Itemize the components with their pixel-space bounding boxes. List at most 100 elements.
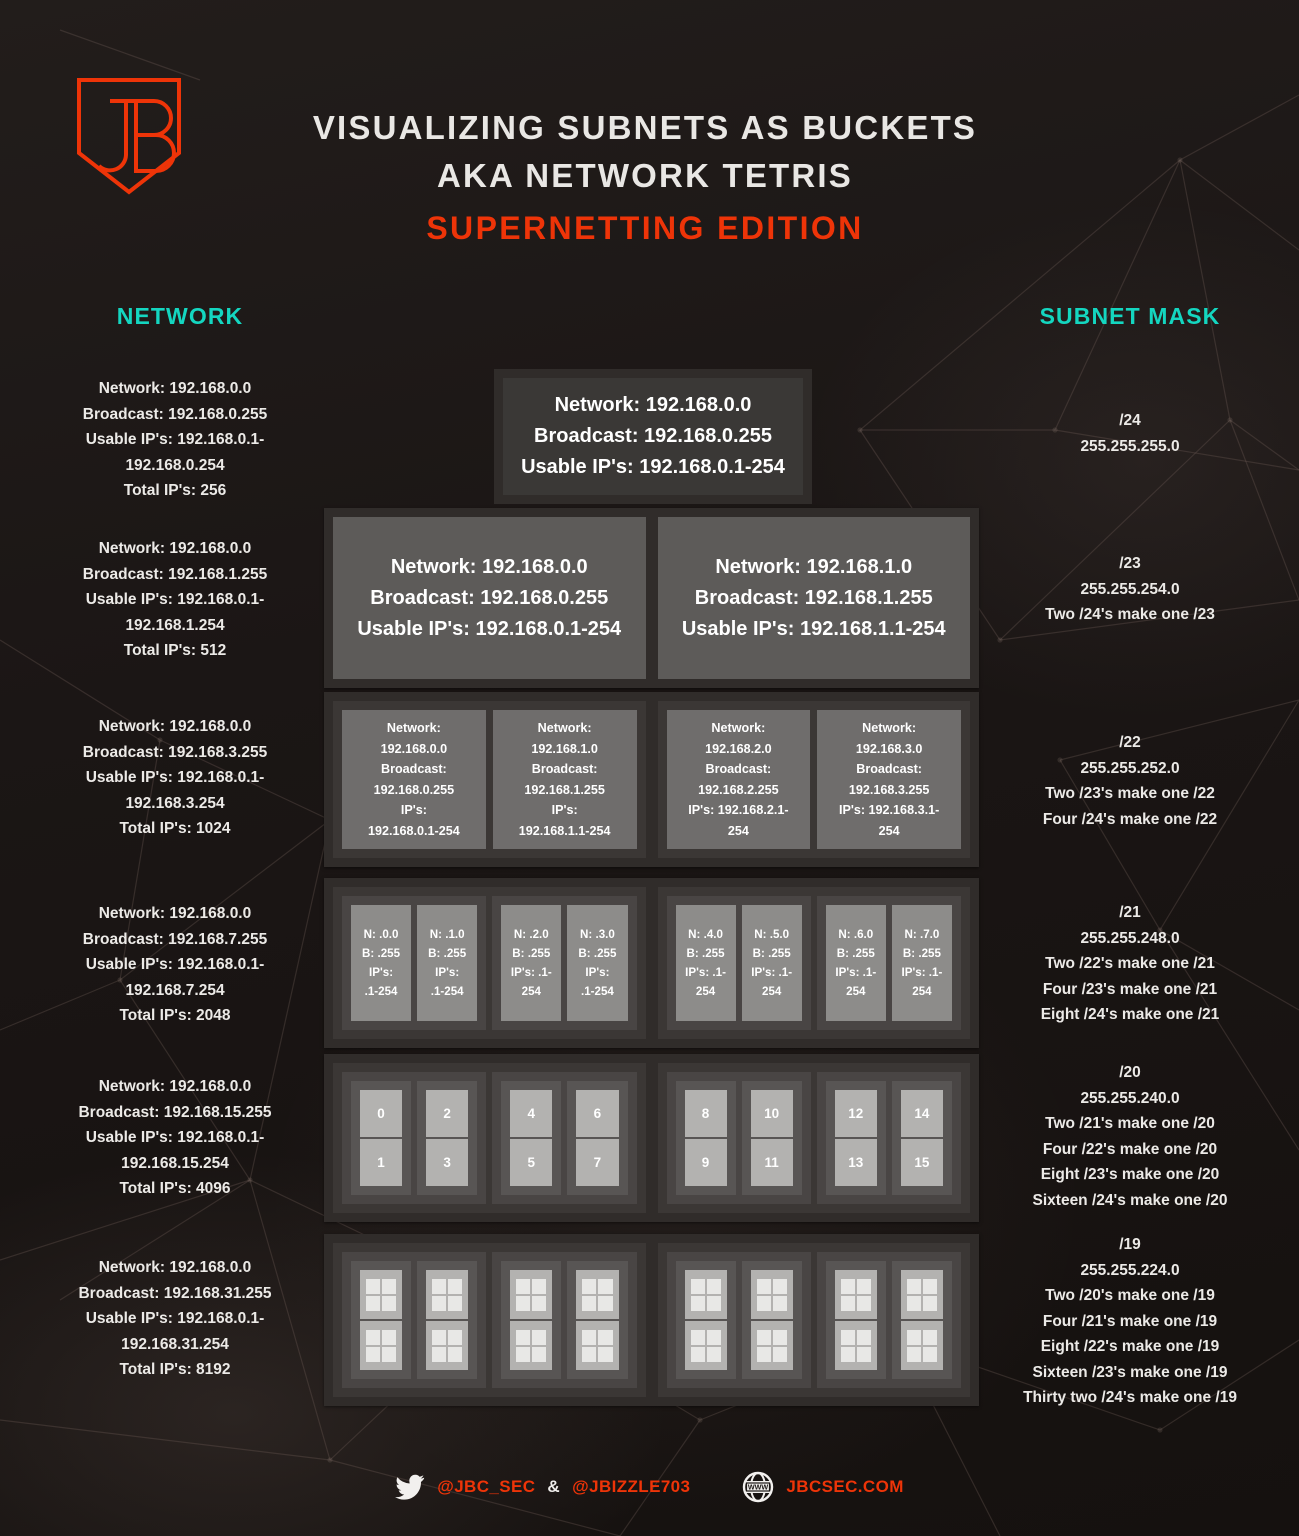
netinfo-line: Network: 192.168.0.0 <box>98 718 252 735</box>
jbc-shield-logo <box>74 75 184 197</box>
bucket-group-23: N: .2.0 B: .255 IP's: .1- 254 N: .3.0 B:… <box>492 896 637 1030</box>
bucket-line: Broadcast: <box>531 762 598 776</box>
subnet-bucket-pair: 8 9 <box>684 1090 727 1186</box>
subnet-bucket: Network: 192.168.2.0 Broadcast: 192.168.… <box>666 710 811 849</box>
subnet-bucket-pair <box>576 1270 619 1370</box>
bucket-row-24: Network: 192.168.0.0 Broadcast: 192.168.… <box>494 369 812 504</box>
network-info-23: Network: 192.168.0.0 Broadcast: 192.168.… <box>30 536 320 664</box>
bucket-line: 192.168.0.255 <box>373 782 455 797</box>
bucket-line: 192.168.1.1-254 <box>518 823 611 838</box>
ampersand: & <box>547 1477 561 1496</box>
subnet-cell: 15 <box>900 1139 943 1186</box>
subnet-micro-cell <box>840 1346 855 1362</box>
netinfo-line: Network: 192.168.0.0 <box>98 1078 252 1095</box>
subnet-micro-cell <box>772 1295 787 1311</box>
subnet-micro-cell <box>856 1346 871 1362</box>
subnet-micro-cell <box>532 1329 547 1345</box>
maskinfo-line: Four /21's make one /19 <box>1042 1312 1218 1330</box>
subnet-cell <box>900 1270 943 1319</box>
subnet-micro-cell <box>448 1346 463 1362</box>
twitter-handles[interactable]: @JBC_SEC & @JBIZZLE703 <box>395 1474 690 1500</box>
bucket-group-22: N: .0.0 B: .255 IP's: .1-254 N: .1.0 B: … <box>333 887 646 1039</box>
bucket-group-22: 0 1 2 3 <box>342 1072 487 1204</box>
subnet-cell: 0 <box>360 1090 403 1137</box>
netinfo-line: 192.168.1.254 <box>125 616 225 634</box>
website-link[interactable]: WWW JBCSEC.COM <box>742 1471 903 1503</box>
maskinfo-line: 255.255.254.0 <box>1080 580 1180 598</box>
subnet-bucket-pair: 2 3 <box>426 1090 469 1186</box>
subnet-micro-cell <box>906 1295 921 1311</box>
maskinfo-line: 255.255.255.0 <box>1080 437 1180 455</box>
bucket-group-22 <box>825 1261 886 1379</box>
bucket-group-21 <box>342 1252 487 1388</box>
bucket-line: IP's: .1- <box>751 966 793 979</box>
bucket-line: IP's: .1- <box>685 966 726 979</box>
subnet-cell: 1 <box>360 1139 403 1186</box>
bucket-group-21 <box>816 1252 961 1388</box>
subnet-bucket-pair <box>900 1270 943 1370</box>
bucket-group-23: 8 9 <box>675 1081 736 1195</box>
bucket-line: 254 <box>912 985 932 998</box>
bucket-line: 254 <box>695 985 716 998</box>
subnet-micro-cell <box>532 1295 547 1311</box>
netinfo-line: Broadcast: 192.168.15.255 <box>78 1103 272 1121</box>
bucket-group-23: 14 15 <box>891 1081 952 1195</box>
netinfo-line: Total IP's: 1024 <box>119 820 231 837</box>
subnet-micro-cell <box>906 1346 921 1362</box>
netinfo-line: Total IP's: 8192 <box>119 1361 231 1378</box>
twitter-handle-1[interactable]: @JBC_SEC <box>437 1477 536 1496</box>
bucket-group-22 <box>501 1261 562 1379</box>
netinfo-line: Usable IP's: 192.168.0.1- <box>85 956 265 973</box>
subnet-micro-cell <box>598 1295 613 1311</box>
subnet-micro-cell <box>366 1278 381 1294</box>
maskinfo-line: /24 <box>1119 412 1141 429</box>
subnet-micro-cell <box>598 1278 613 1294</box>
netinfo-line: 192.168.0.254 <box>125 456 225 474</box>
bucket-line: B: .255 <box>752 947 791 960</box>
bucket-group-22: 12 13 14 15 <box>816 1072 961 1204</box>
subnet-micro-cell <box>432 1346 447 1362</box>
bucket-group-20 <box>657 1243 970 1397</box>
subnet-micro-cell <box>532 1346 547 1362</box>
subnet-micro-cell <box>382 1278 397 1294</box>
bucket-line: N: .3.0 <box>580 928 615 941</box>
subnet-micro-cell <box>840 1329 855 1345</box>
twitter-handle-2[interactable]: @JBIZZLE703 <box>572 1477 691 1496</box>
subnet-bucket-pair: 14 15 <box>900 1090 943 1186</box>
bucket-line: B: .255 <box>428 947 467 960</box>
subnet-micro-cell <box>516 1278 531 1294</box>
subnet-micro-cell <box>582 1295 597 1311</box>
subnet-micro-cell <box>756 1278 771 1294</box>
website-url[interactable]: JBCSEC.COM <box>786 1477 904 1496</box>
netinfo-line: Total IP's: 4096 <box>119 1180 231 1197</box>
subnet-bucket: N: .4.0 B: .255 IP's: .1- 254 <box>675 905 736 1021</box>
bucket-line: 192.168.3.255 <box>848 782 930 797</box>
subnet-micro-cell <box>366 1346 381 1362</box>
subnet-micro-cell <box>856 1278 871 1294</box>
bucket-broadcast: Broadcast: 192.168.0.255 <box>370 586 609 609</box>
subnet-micro-cell <box>432 1295 447 1311</box>
subnet-bucket: N: .7.0 B: .255 IP's: .1- 254 <box>891 905 952 1021</box>
subnet-micro-cell <box>598 1329 613 1345</box>
subnet-bucket-pair <box>360 1270 403 1370</box>
subnet-micro-cell <box>366 1295 381 1311</box>
subnet-cell <box>834 1270 877 1319</box>
bucket-line: IP's: .1- <box>510 966 552 979</box>
bucket-group-23: N: .6.0 B: .255 IP's: .1- 254 N: .7.0 B:… <box>816 896 961 1030</box>
bucket-line: 254 <box>521 985 541 998</box>
header: VISUALIZING SUBNETS AS BUCKETS AKA NETWO… <box>0 0 1299 280</box>
subnet-micro-cell <box>756 1295 771 1311</box>
subnet-micro-cell <box>772 1346 787 1362</box>
subnet-cell: 4 <box>510 1090 553 1137</box>
maskinfo-line: Four /23's make one /21 <box>1042 980 1218 998</box>
subnet-micro-cell <box>922 1346 937 1362</box>
bucket-group-21: 8 9 10 11 12 13 <box>657 1063 970 1213</box>
bucket-line: IP's: <box>369 966 394 979</box>
bucket-group-20 <box>333 1243 646 1397</box>
subnet-cell: 7 <box>576 1139 619 1186</box>
bucket-line: Network: <box>386 721 441 735</box>
subnet-micro-cell <box>706 1329 721 1345</box>
subnet-bucket: N: .3.0 B: .255 IP's: .1-254 <box>567 905 628 1021</box>
subnet-bucket-pair: 4 5 <box>510 1090 553 1186</box>
twitter-bird-icon <box>395 1474 425 1500</box>
